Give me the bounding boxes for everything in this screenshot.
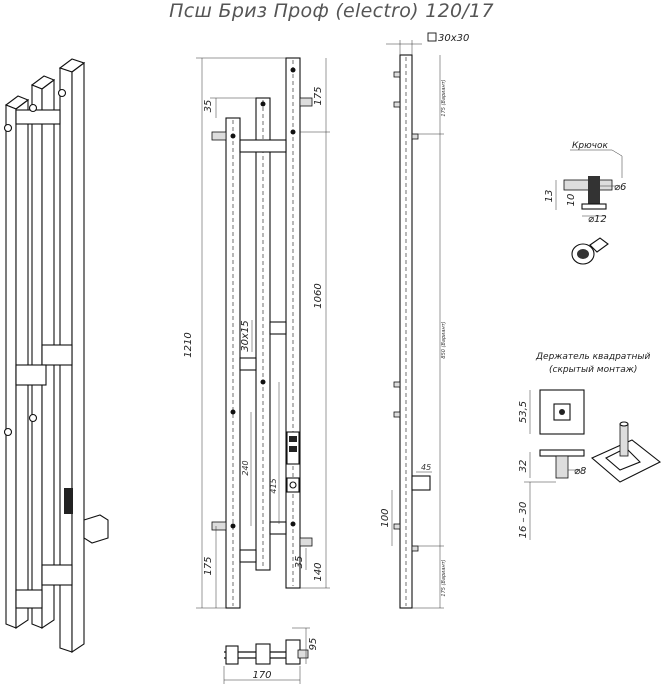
dim-1060: 1060 (313, 283, 324, 308)
front-crossbar-mid (269, 321, 287, 335)
iso-crossbar-mid (41, 344, 73, 366)
front-crossbar-bottom-2 (239, 549, 257, 563)
dim-240: 240 (241, 460, 250, 475)
drawing-title: Псш Бриз Проф (electro) 120/17 (169, 0, 494, 22)
dim-95: 95 (308, 638, 319, 651)
dim-30x15: 30x15 (240, 320, 251, 351)
hook-stem (588, 176, 600, 204)
holder-3d-stem (619, 423, 629, 457)
iso-rail-1-front (5, 104, 17, 629)
dim-1210: 1210 (183, 332, 194, 357)
hook-label: Крючок (572, 141, 609, 151)
holder-dim-range: 16 – 30 (518, 502, 529, 539)
bottom-view: 170 95 (223, 627, 319, 684)
dim-30x30: 30x30 (438, 33, 469, 44)
dim-850-var: 850 (Вариант) (441, 321, 447, 358)
iso-crossbar-bottom-2 (15, 589, 43, 609)
side-view: 30x30 175 (Вариант) 850 (Вариант) 175 (В… (380, 32, 469, 609)
front-crossbar-top (239, 139, 287, 153)
hook-dim-13: 13 (544, 190, 555, 203)
holder-label-1: Держатель квадратный (535, 352, 651, 362)
iso-crossbar-bottom (41, 564, 73, 586)
iso-hook-4 (3, 427, 13, 437)
bottom-rail-2 (255, 643, 271, 665)
holder-plate-side (539, 449, 585, 457)
holder-dim-d8: ⌀8 (574, 466, 586, 477)
dim-175-top: 175 (313, 86, 324, 105)
front-peg-3 (299, 97, 313, 107)
dim-45: 45 (421, 463, 431, 472)
front-view: 1210 175 1060 140 35 175 35 30x15 240 41… (183, 57, 330, 609)
front-crossbar-bottom (269, 521, 287, 535)
front-peg-4 (299, 537, 313, 547)
dim-35-top: 35 (203, 100, 214, 113)
iso-wall-block (83, 514, 109, 544)
iso-rail-3-side (71, 61, 85, 654)
hook-dim-10: 10 (566, 194, 577, 207)
iso-rail-2-front (31, 84, 43, 629)
front-crossbar-mid-2 (239, 357, 257, 371)
front-peg-2 (211, 521, 227, 531)
dim-140: 140 (313, 562, 324, 581)
iso-crossbar-mid-2 (15, 364, 47, 386)
hook-detail: Крючок 13 10 ⌀6 ⌀12 (544, 141, 626, 265)
holder-detail: Держатель квадратный (скрытый монтаж) 53… (518, 352, 662, 540)
dim-35-bottom: 35 (294, 556, 305, 569)
holder-label-2: (скрытый монтаж) (549, 365, 637, 375)
dim-100: 100 (380, 508, 391, 527)
iso-hook-5 (28, 413, 38, 423)
dim-415: 415 (269, 478, 278, 493)
side-wall-block (411, 475, 431, 491)
hook-dim-d6: ⌀6 (614, 182, 626, 193)
hook-head (581, 203, 607, 210)
dim-170: 170 (252, 670, 271, 681)
holder-stem (555, 455, 569, 479)
iso-rail-1-side (15, 98, 29, 630)
hook-dim-d12: ⌀12 (588, 214, 607, 225)
iso-control-box (64, 488, 73, 514)
iso-hook-2 (28, 103, 38, 113)
front-peg-1 (211, 131, 227, 141)
isometric-view (3, 58, 109, 654)
iso-hook-3 (57, 88, 67, 98)
iso-crossbar-top (15, 109, 61, 125)
dim-175-var-top: 175 (Вариант) (441, 79, 447, 116)
holder-dim-32: 32 (518, 460, 529, 473)
dim-175-bottom: 175 (203, 556, 214, 575)
dim-175-var-bottom: 175 (Вариант) (441, 559, 447, 596)
holder-dim-53: 53,5 (518, 401, 529, 423)
iso-hook-1 (3, 123, 13, 133)
bottom-rail-1 (225, 645, 239, 665)
